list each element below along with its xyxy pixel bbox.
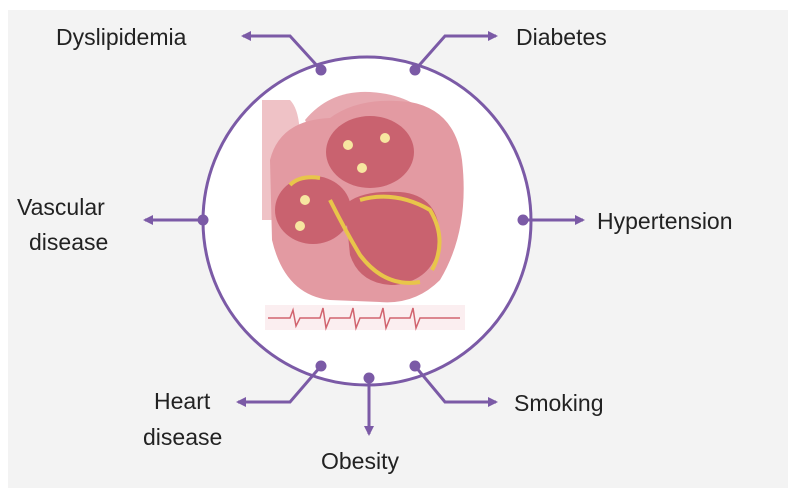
label-heart-disease-line1: Heart [154,388,210,415]
dot-diabetes [410,65,421,76]
label-dyslipidemia: Dyslipidemia [56,24,186,51]
label-obesity: Obesity [321,448,399,475]
dot-smoking [410,361,421,372]
label-hypertension: Hypertension [597,208,733,235]
label-smoking: Smoking [514,390,603,417]
arrow-dyslipidemia [243,36,321,70]
dot-hypertension [518,215,529,226]
dot-dyslipidemia [316,65,327,76]
dot-obesity [364,373,375,384]
label-vascular-disease-line1: Vascular [17,194,105,221]
label-heart-disease-line2: disease [143,424,222,451]
dot-heart-disease [316,361,327,372]
label-diabetes: Diabetes [516,24,607,51]
dot-vascular-disease [198,215,209,226]
arrow-diabetes [415,36,496,70]
label-vascular-disease-line2: disease [29,229,108,256]
